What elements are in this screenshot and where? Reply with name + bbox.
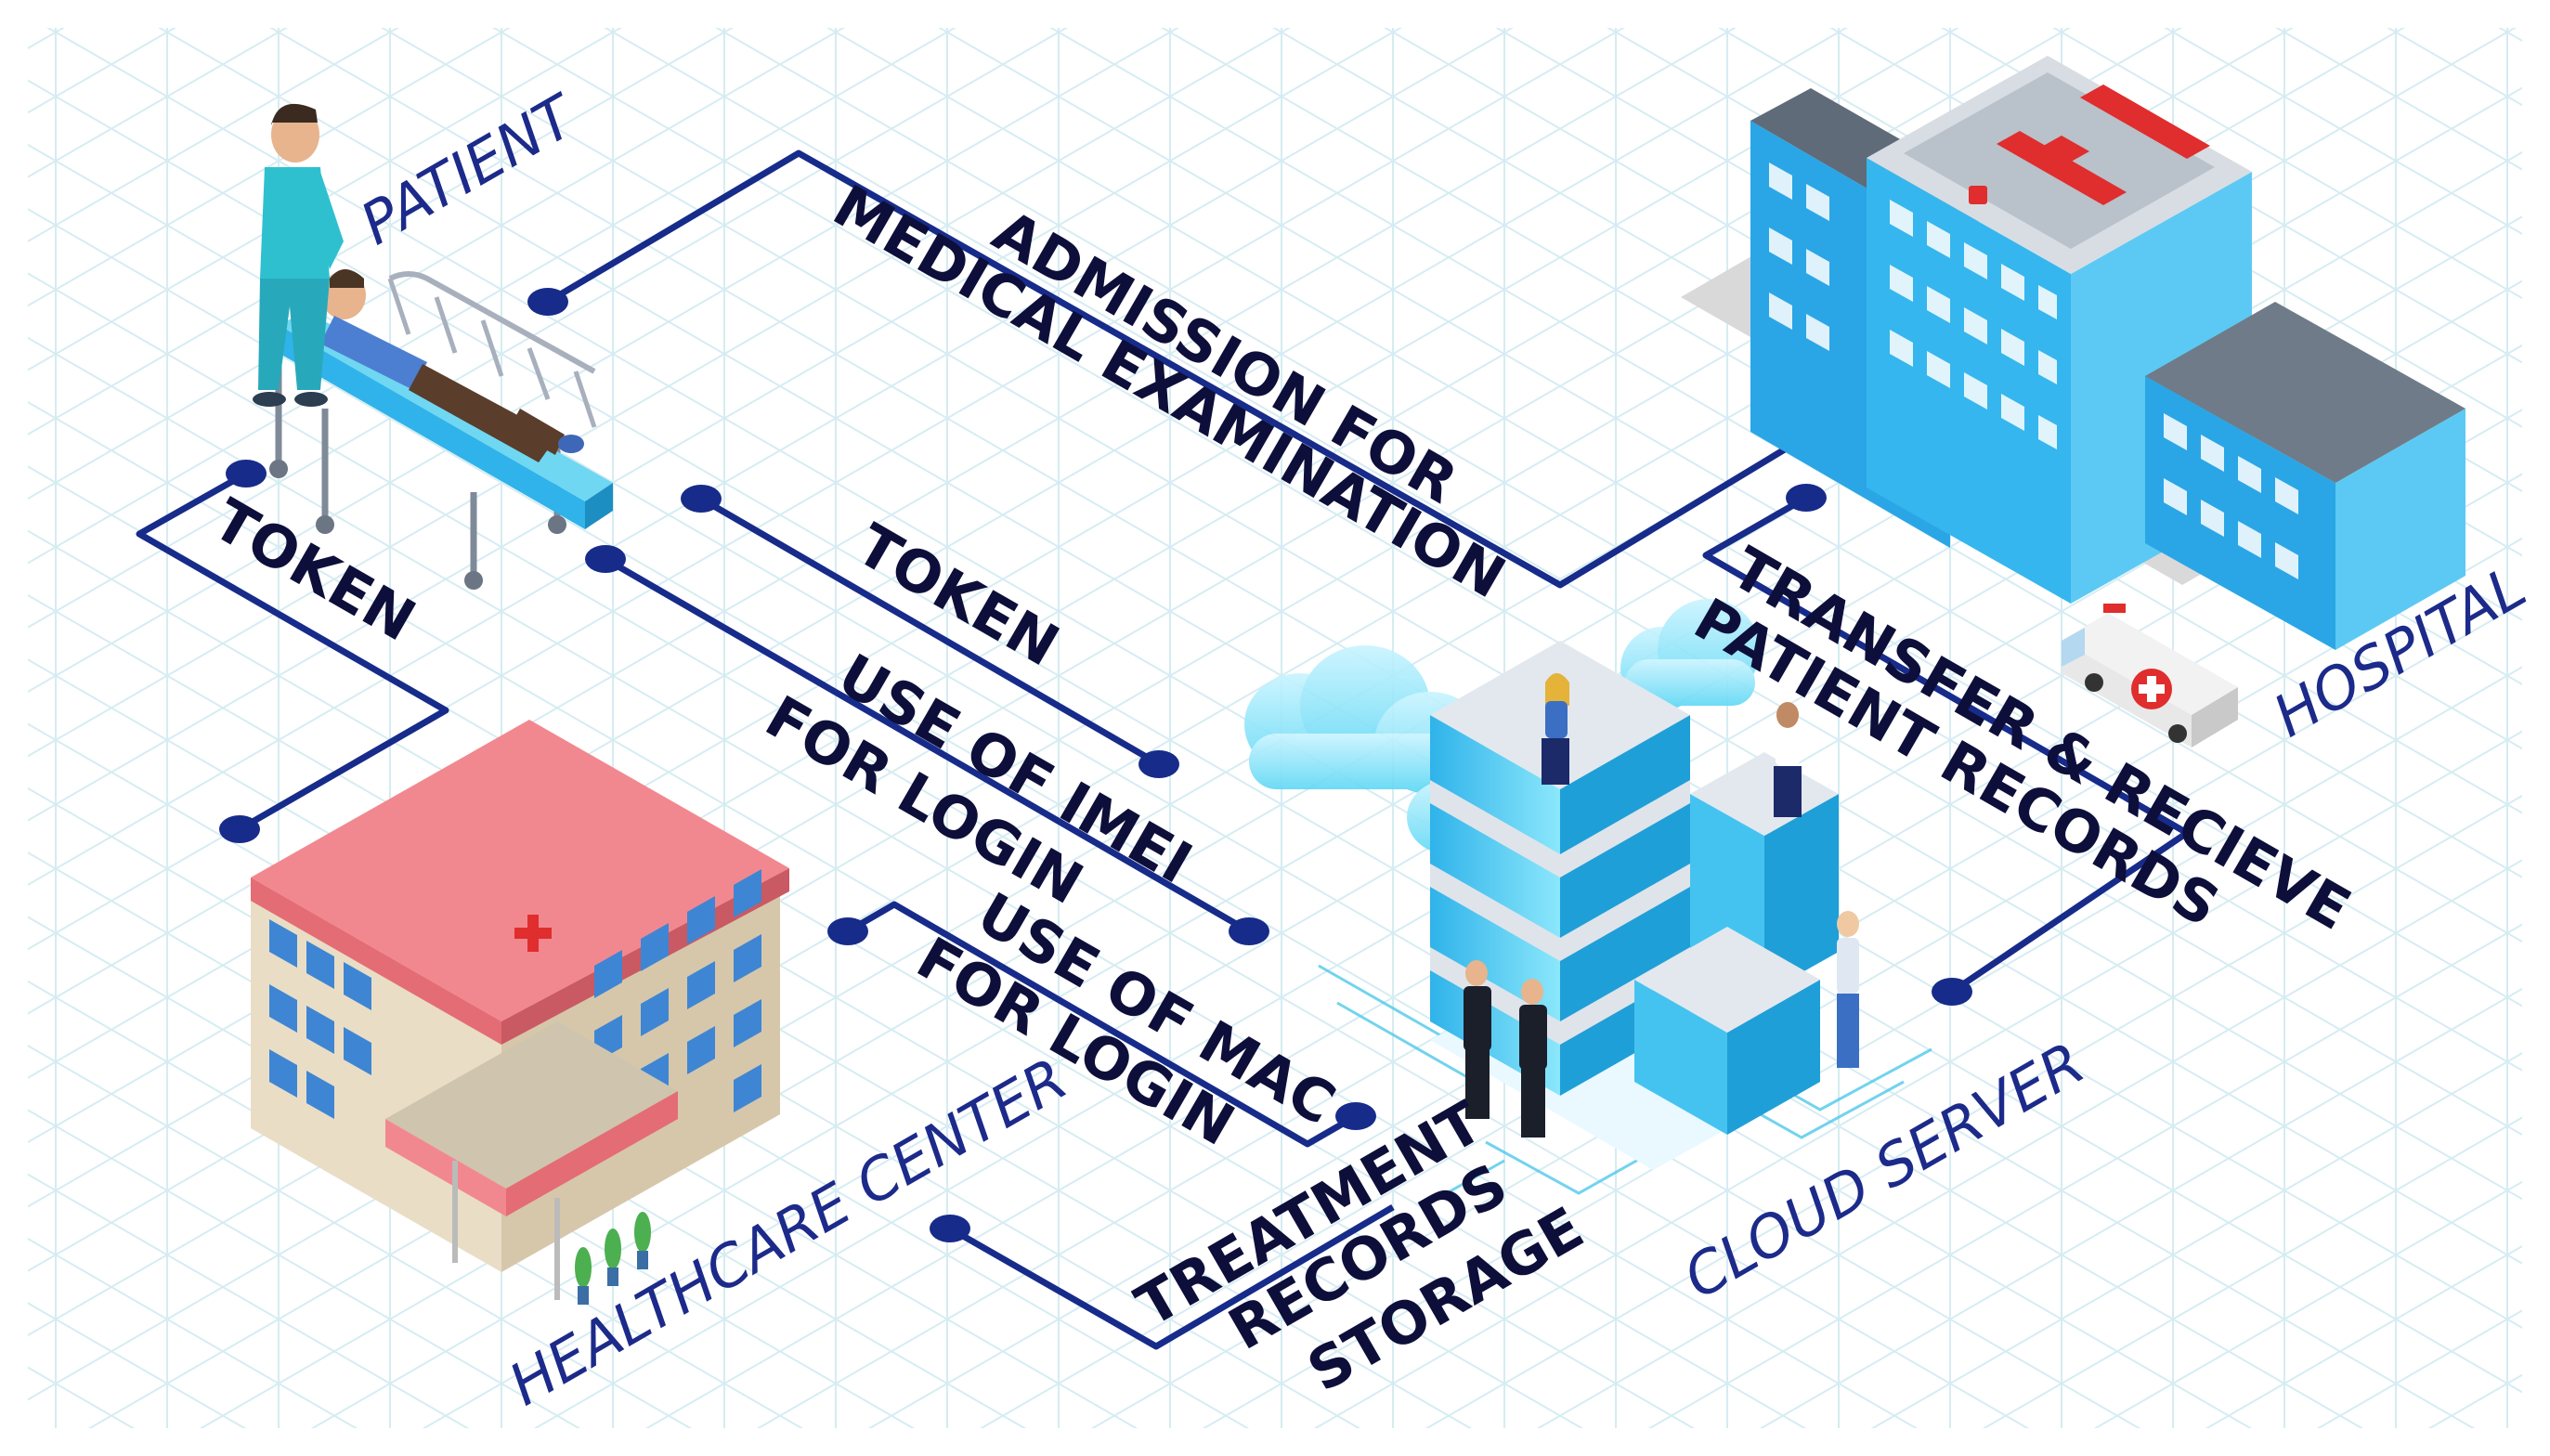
ambulance-icon xyxy=(2062,604,2238,748)
admission-line xyxy=(546,150,1808,589)
treatment-line xyxy=(948,1203,1395,1350)
token-left-line xyxy=(136,470,449,833)
healthcare-center-building-icon xyxy=(251,720,789,1305)
patient-on-stretcher-icon xyxy=(253,103,613,590)
token-middle-line xyxy=(699,495,1161,768)
imei-line xyxy=(604,555,1251,935)
cloud-server-icon xyxy=(1244,599,1932,1204)
mac-line xyxy=(846,901,1358,1148)
transfer-line xyxy=(1702,494,2191,994)
connectors xyxy=(136,150,2191,1350)
hospital-building-icon xyxy=(1681,56,2465,650)
